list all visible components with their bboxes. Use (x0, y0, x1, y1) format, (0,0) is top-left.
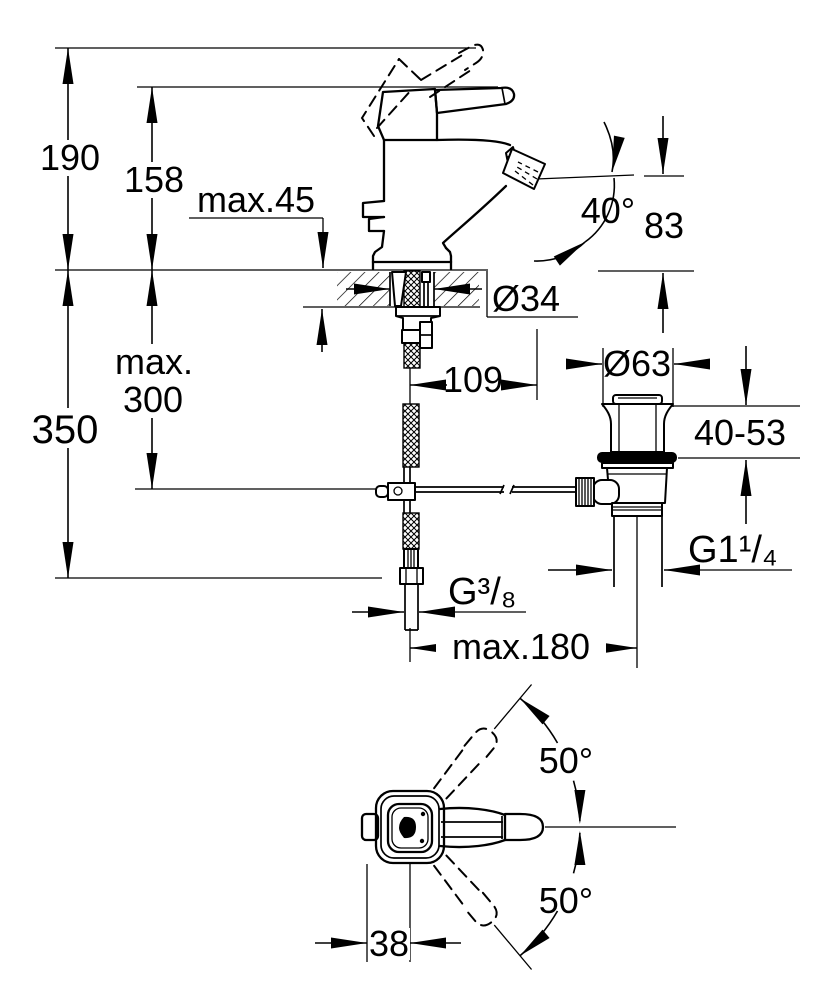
label-rod-length-2: 300 (123, 379, 183, 420)
label-spout-height: 83 (644, 205, 684, 246)
extension-lines (55, 47, 800, 668)
label-height-overall: 190 (40, 137, 100, 178)
pop-up-rod (415, 484, 578, 495)
side-tab (360, 812, 380, 842)
shank-and-hose (375, 270, 441, 631)
dimension-lines (62, 48, 752, 654)
handle-raised-dashed (360, 43, 485, 137)
label-handle-swing-down: 50° (539, 880, 593, 921)
label-waste-flange-diameter: Ø63 (603, 343, 671, 384)
handle-swing-dashed-up (433, 684, 533, 800)
waste-seal-ring (597, 452, 677, 463)
cartridge-detail (399, 816, 416, 839)
label-handle-swing-up: 50° (539, 740, 593, 781)
rod-lug (592, 479, 620, 505)
faucet-side-view (360, 43, 546, 271)
label-hose-thread: G³/₈ (448, 571, 517, 613)
label-rod-length-1: max. (115, 341, 193, 382)
label-hose-length: 350 (32, 408, 99, 452)
label-spout-reach: 109 (443, 359, 503, 400)
braided-hose-lower (402, 512, 420, 550)
label-handle-offset: 38 (369, 923, 409, 964)
handle-top-view (315, 684, 676, 970)
waste-tailpipe (613, 516, 663, 587)
braided-hose-mid (402, 403, 420, 468)
label-hole-diameter: Ø34 (492, 278, 560, 319)
waste-button (612, 394, 663, 405)
handle-lever (376, 86, 516, 142)
mounting-flange (395, 306, 441, 331)
label-spray-angle: 40° (581, 190, 635, 231)
faucet-body (361, 138, 512, 271)
dimension-labels: 190 158 max.45 40° 83 Ø34 max. 300 350 1… (30, 137, 786, 964)
handle-swing-dashed-down (433, 854, 533, 970)
hose-nut (399, 567, 424, 585)
label-height-to-aerator: 158 (124, 159, 184, 200)
aerator (502, 146, 546, 190)
pop-up-waste (575, 394, 677, 587)
label-waste-offset: max.180 (452, 626, 590, 667)
waste-upper-flange (601, 403, 674, 453)
label-waste-clamp-range: 40-53 (694, 412, 786, 453)
label-waste-thread: G1¹/₄ (688, 529, 777, 571)
label-deck-thickness: max.45 (197, 179, 315, 220)
